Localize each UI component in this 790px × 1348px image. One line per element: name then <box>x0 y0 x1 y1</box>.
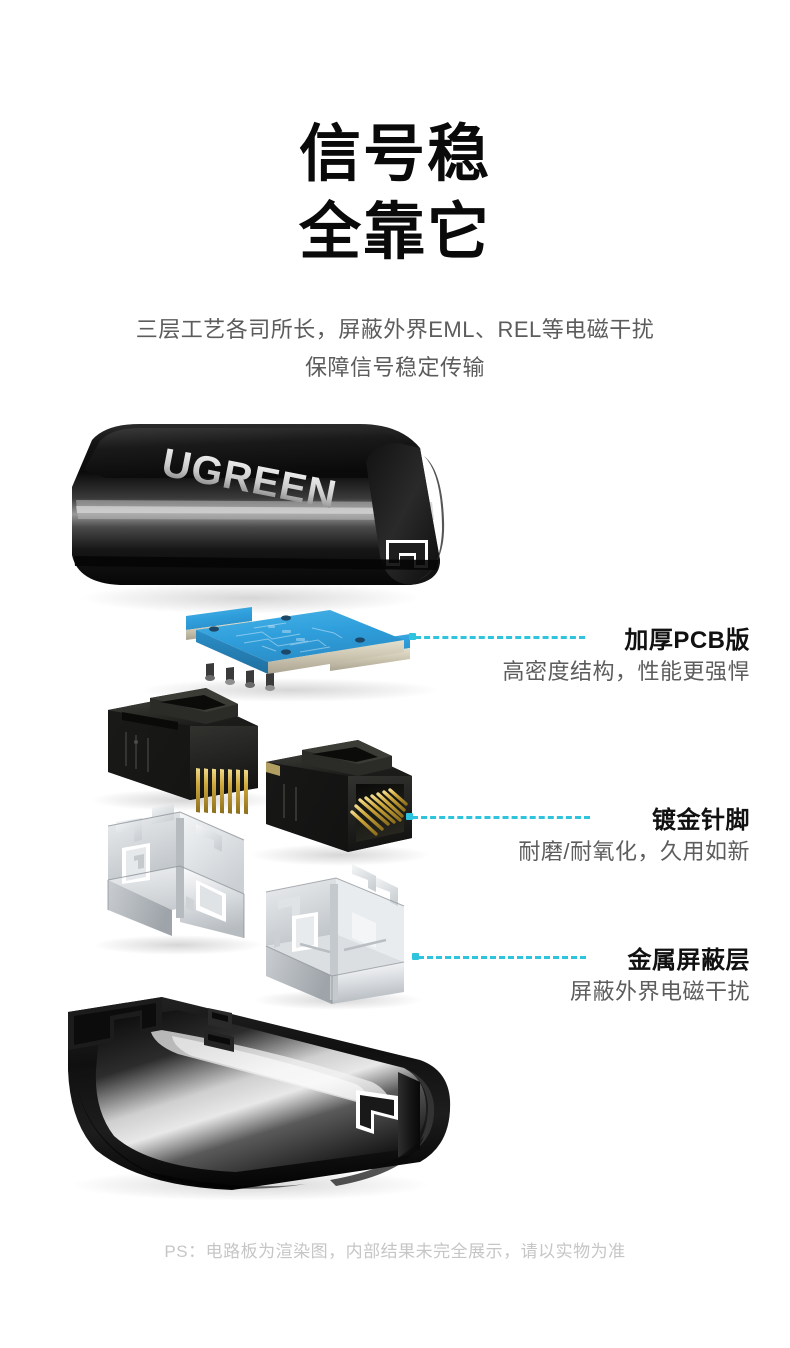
part-rj45-jack-left <box>90 688 280 815</box>
annotation-metal-shield-title: 金属屏蔽层 <box>627 947 750 974</box>
part-bottom-housing <box>68 997 451 1201</box>
annotation-gold-pins: 镀金针脚 耐磨/耐氧化，久用如新 <box>518 800 750 870</box>
page-subheading-line1: 三层工艺各司所长，屏蔽外界EML、REL等电磁干扰 <box>135 317 655 342</box>
annotation-pcb-title: 加厚PCB版 <box>624 627 750 654</box>
part-pcb-board <box>140 607 440 702</box>
leader-line-metal-shield <box>418 956 586 959</box>
annotation-gold-pins-title: 镀金针脚 <box>652 807 750 834</box>
annotation-pcb-subtitle: 高密度结构，性能更强悍 <box>502 659 750 684</box>
footer-disclaimer: PS：电路板为渲染图，内部结果未完全展示，请以实物为准 <box>164 1242 626 1261</box>
part-metal-shield-right <box>253 864 423 1010</box>
leader-line-pcb <box>415 636 585 639</box>
page-headline-line1: 信号稳 <box>298 120 491 189</box>
page-headline-line2: 全靠它 <box>298 198 491 267</box>
leader-dot-pcb <box>409 633 416 640</box>
annotation-gold-pins-subtitle: 耐磨/耐氧化，久用如新 <box>518 839 750 864</box>
gold-pins-left <box>196 768 248 815</box>
brand-logo-text: UGREEN <box>158 441 340 518</box>
page-subheading-line2: 保障信号稳定传输 <box>304 355 485 380</box>
part-top-shell: UGREEN <box>72 424 445 614</box>
gold-pins-right <box>350 788 408 836</box>
leader-dot-gold-pins <box>406 813 413 820</box>
annotation-metal-shield-subtitle: 屏蔽外界电磁干扰 <box>569 979 750 1004</box>
leader-dot-metal-shield <box>412 953 419 960</box>
leader-line-gold-pins <box>412 816 590 819</box>
part-rj45-jack-right <box>250 740 430 866</box>
annotation-metal-shield: 金属屏蔽层 屏蔽外界电磁干扰 <box>570 940 750 1010</box>
annotation-pcb: 加厚PCB版 高密度结构，性能更强悍 <box>502 620 750 690</box>
part-metal-shield-left <box>93 804 263 955</box>
